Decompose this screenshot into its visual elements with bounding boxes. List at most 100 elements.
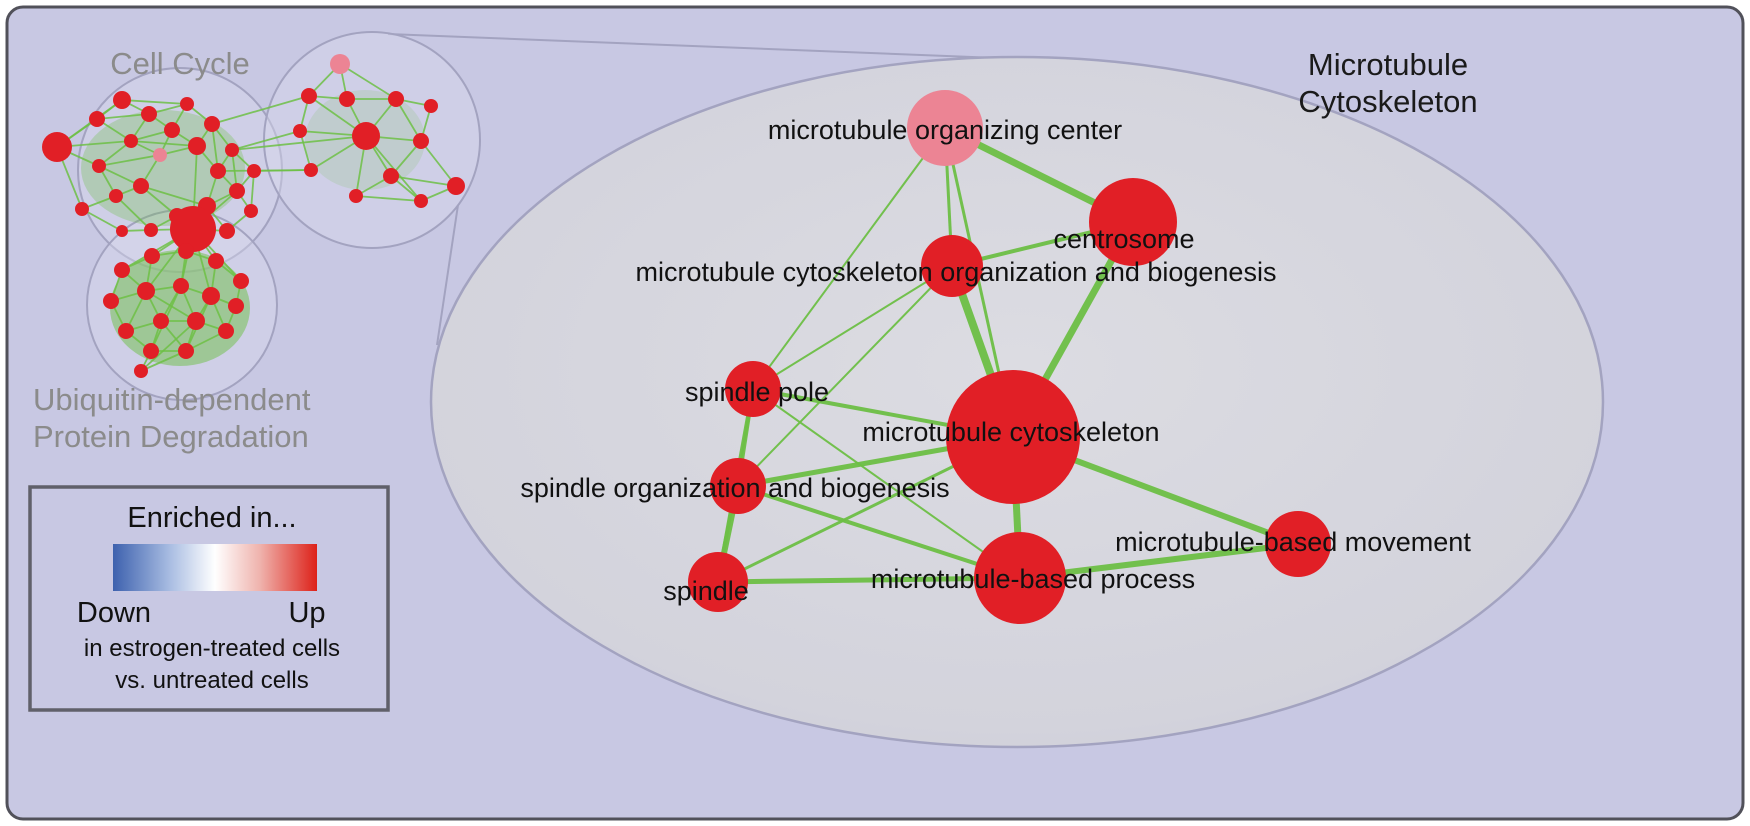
network-node-mbm bbox=[1265, 511, 1331, 577]
mini-network-edge bbox=[231, 135, 367, 151]
mini-network-edge bbox=[115, 195, 152, 231]
node-label-cen: centrosome bbox=[1053, 224, 1194, 254]
microtubule-title-line1: Microtubule bbox=[1308, 47, 1468, 82]
mini-network-node bbox=[153, 313, 169, 329]
network-edge-mcob-sob bbox=[737, 265, 953, 487]
mini-network-node bbox=[137, 282, 155, 300]
mini-network-node bbox=[178, 343, 194, 359]
mini-network-node bbox=[219, 223, 235, 239]
mini-network-node bbox=[204, 116, 220, 132]
mini-network-edge bbox=[140, 350, 187, 372]
network-node-sp bbox=[725, 361, 781, 417]
mini-network-node bbox=[173, 278, 189, 294]
mini-network-edge bbox=[140, 185, 208, 207]
ubiquitin-label-line2: Protein Degradation bbox=[33, 419, 309, 454]
node-label-spi: spindle bbox=[663, 576, 749, 606]
mini-network-edge bbox=[81, 208, 123, 232]
mini-network-node bbox=[218, 323, 234, 339]
mini-network-node bbox=[247, 164, 261, 178]
mini-network-node bbox=[75, 202, 89, 216]
mini-network-node bbox=[164, 122, 180, 138]
mini-network-node bbox=[202, 287, 220, 305]
mini-network-node bbox=[339, 91, 355, 107]
network-node-mcob bbox=[921, 235, 983, 297]
mini-network-edge bbox=[121, 99, 188, 105]
mini-network-node bbox=[229, 183, 245, 199]
mini-network-node bbox=[208, 253, 224, 269]
legend-caption-line2: vs. untreated cells bbox=[115, 667, 308, 694]
node-label-mbp: microtubule-based process bbox=[871, 564, 1195, 594]
mini-network-node bbox=[178, 243, 194, 259]
mini-network-node bbox=[447, 177, 465, 195]
legend-up-label: Up bbox=[288, 597, 325, 629]
mini-network-node bbox=[118, 323, 134, 339]
network-edge-mcob-sp bbox=[752, 265, 953, 390]
mini-network-node bbox=[388, 91, 404, 107]
mini-network-node bbox=[383, 168, 399, 184]
mini-network-node bbox=[170, 206, 216, 252]
mini-network-node bbox=[141, 106, 157, 122]
legend-title: Enriched in... bbox=[127, 502, 296, 534]
mini-network-edge bbox=[140, 320, 197, 372]
mini-network-edge bbox=[355, 195, 422, 202]
network-node-mc bbox=[946, 370, 1080, 504]
cell-cycle-label: Cell Cycle bbox=[110, 46, 250, 81]
mini-network-node bbox=[116, 225, 128, 237]
network-node-mbp bbox=[974, 532, 1066, 624]
mini-network-node bbox=[89, 111, 105, 127]
mini-network-node bbox=[187, 312, 205, 330]
mini-network-node bbox=[113, 91, 131, 109]
mini-network-edge bbox=[420, 140, 457, 187]
mini-network-node bbox=[143, 343, 159, 359]
mini-network-edge bbox=[339, 63, 397, 100]
network-edge-spi-mbp bbox=[717, 575, 1021, 585]
network-edge-sp-mbp bbox=[752, 388, 1021, 579]
network-node-spi bbox=[688, 552, 748, 612]
mini-network-node bbox=[244, 204, 258, 218]
mini-network-edge bbox=[231, 130, 301, 151]
mini-network-edge bbox=[390, 175, 457, 187]
mini-network-edge bbox=[98, 154, 161, 167]
mini-network-node bbox=[225, 143, 239, 157]
mini-network-node bbox=[133, 178, 149, 194]
node-label-mbm: microtubule-based movement bbox=[1115, 527, 1471, 557]
mini-network-node bbox=[413, 133, 429, 149]
mini-network-node bbox=[301, 88, 317, 104]
mini-network-node bbox=[42, 132, 72, 162]
main-network-labels: microtubule organizing centercentrosomem… bbox=[520, 115, 1471, 606]
mini-network-node bbox=[109, 189, 123, 203]
mini-network-node bbox=[414, 194, 428, 208]
ubiquitin-label-line1: Ubiquitin-dependent bbox=[33, 382, 311, 417]
mini-network-edge bbox=[211, 95, 310, 125]
legend: Enriched in... Down Up in estrogen-treat… bbox=[28, 485, 390, 712]
mini-network-node bbox=[304, 163, 318, 177]
mini-network-node bbox=[210, 163, 226, 179]
mini-network-node bbox=[144, 248, 160, 264]
legend-box bbox=[28, 485, 390, 712]
mini-network-node bbox=[92, 159, 106, 173]
mini-network-edge bbox=[130, 140, 198, 147]
mini-network-node bbox=[233, 273, 249, 289]
legend-gradient-bar bbox=[113, 544, 317, 591]
mini-network-node bbox=[330, 54, 350, 74]
network-edge-mbp-mbm bbox=[1019, 541, 1299, 581]
zoom-guide-line-bottom bbox=[436, 204, 459, 346]
network-edge-moc-sp bbox=[752, 127, 946, 390]
main-network-nodes bbox=[688, 90, 1331, 624]
network-node-moc bbox=[907, 90, 983, 166]
mini-network-node bbox=[134, 364, 148, 378]
mini-network-node bbox=[124, 134, 138, 148]
mini-network-edge bbox=[96, 113, 150, 120]
mini-network-edge bbox=[253, 169, 312, 172]
mini-network-node bbox=[188, 137, 206, 155]
mini-network-edge bbox=[395, 98, 422, 142]
legend-down-label: Down bbox=[77, 597, 151, 629]
node-label-sp: spindle pole bbox=[685, 377, 829, 407]
mini-network-node bbox=[424, 99, 438, 113]
mini-network-node bbox=[180, 97, 194, 111]
mini-network-node bbox=[114, 262, 130, 278]
node-label-mcob: microtubule cytoskeleton organization an… bbox=[636, 257, 1277, 287]
mini-network-node bbox=[153, 148, 167, 162]
